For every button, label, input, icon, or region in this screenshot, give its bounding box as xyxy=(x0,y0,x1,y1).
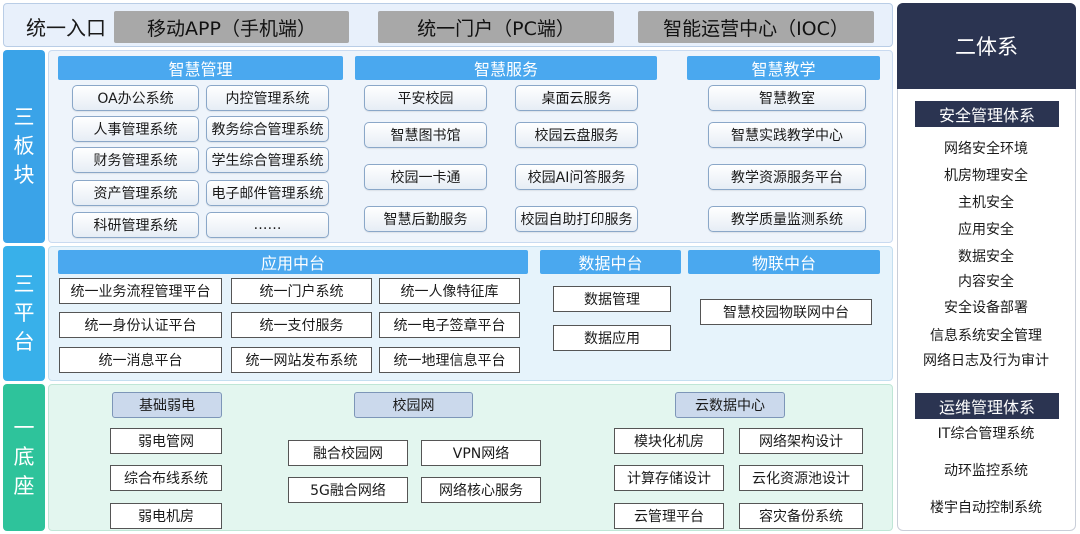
security-item[interactable]: 信息系统安全管理 xyxy=(930,328,1042,344)
management-item[interactable]: 财务管理系统 xyxy=(72,147,199,173)
side-label-modules: 三板块 xyxy=(3,50,45,243)
security-item[interactable]: 网络安全环境 xyxy=(944,141,1028,157)
app-platform-item[interactable]: 统一网站发布系统 xyxy=(231,347,372,373)
cloud-dc-item[interactable]: 云化资源池设计 xyxy=(739,465,863,491)
management-item[interactable]: 学生综合管理系统 xyxy=(206,147,329,173)
security-system-header: 安全管理体系 xyxy=(915,101,1059,127)
ops-item[interactable]: 动环监控系统 xyxy=(944,463,1028,479)
teaching-item[interactable]: 教学资源服务平台 xyxy=(708,164,866,190)
app-platform-item[interactable]: 统一身份认证平台 xyxy=(59,312,222,338)
app-platform-item[interactable]: 统一消息平台 xyxy=(59,347,222,373)
weak-current-item[interactable]: 弱电机房 xyxy=(110,503,222,529)
management-item[interactable]: 科研管理系统 xyxy=(72,212,199,238)
management-item[interactable]: 人事管理系统 xyxy=(72,116,199,142)
management-item-more[interactable]: …… xyxy=(206,212,329,238)
iot-platform-header: 物联中台 xyxy=(688,250,880,274)
campus-network-item[interactable]: 5G融合网络 xyxy=(288,477,408,503)
management-item[interactable]: OA办公系统 xyxy=(72,85,199,111)
side-label-modules-text: 三板块 xyxy=(13,105,35,187)
management-item[interactable]: 内控管理系统 xyxy=(206,85,329,111)
ops-item[interactable]: 楼宇自动控制系统 xyxy=(930,500,1042,516)
weak-current-item[interactable]: 弱电管网 xyxy=(110,428,222,454)
teaching-item[interactable]: 教学质量监测系统 xyxy=(708,206,866,232)
teaching-header: 智慧教学 xyxy=(687,56,880,80)
management-item[interactable]: 教务综合管理系统 xyxy=(206,116,329,142)
data-platform-item[interactable]: 数据应用 xyxy=(553,325,671,351)
service-item[interactable]: 智慧图书馆 xyxy=(364,122,487,148)
cloud-dc-item[interactable]: 网络架构设计 xyxy=(739,428,863,454)
ops-system-header: 运维管理体系 xyxy=(915,393,1059,419)
entry-ioc[interactable]: 智能运营中心（IOC） xyxy=(638,11,874,43)
management-header: 智慧管理 xyxy=(58,56,343,80)
service-item[interactable]: 校园云盘服务 xyxy=(515,122,638,148)
systems-panel xyxy=(897,3,1076,531)
app-platform-item[interactable]: 统一地理信息平台 xyxy=(379,347,520,373)
service-item[interactable]: 校园一卡通 xyxy=(364,164,487,190)
app-platform-item[interactable]: 统一门户系统 xyxy=(231,278,372,304)
teaching-item[interactable]: 智慧教室 xyxy=(708,85,866,111)
app-platform-item[interactable]: 统一支付服务 xyxy=(231,312,372,338)
cloud-dc-item[interactable]: 计算存储设计 xyxy=(614,465,724,491)
security-item[interactable]: 安全设备部署 xyxy=(944,300,1028,316)
campus-network-item[interactable]: 融合校园网 xyxy=(288,440,408,466)
cloud-dc-item[interactable]: 模块化机房 xyxy=(614,428,724,454)
systems-title: 二体系 xyxy=(897,3,1076,89)
weak-current-item[interactable]: 综合布线系统 xyxy=(110,465,222,491)
ops-item[interactable]: IT综合管理系统 xyxy=(937,426,1035,442)
security-item[interactable]: 内容安全 xyxy=(958,274,1014,290)
security-item[interactable]: 数据安全 xyxy=(958,249,1014,265)
campus-network-item[interactable]: VPN网络 xyxy=(421,440,541,466)
service-item[interactable]: 桌面云服务 xyxy=(515,85,638,111)
cloud-dc-header: 云数据中心 xyxy=(675,392,785,418)
unified-entry-bar: 统一入口 移动APP（手机端） 统一门户（PC端） 智能运营中心（IOC） xyxy=(3,3,893,47)
side-label-base-text: 一底座 xyxy=(13,416,35,498)
side-label-base: 一底座 xyxy=(3,384,45,531)
unified-entry-title: 统一入口 xyxy=(26,15,106,40)
data-platform-item[interactable]: 数据管理 xyxy=(553,286,671,312)
management-item[interactable]: 资产管理系统 xyxy=(72,180,199,206)
campus-network-header: 校园网 xyxy=(354,392,473,418)
entry-mobile-app[interactable]: 移动APP（手机端） xyxy=(114,11,349,43)
service-item[interactable]: 校园自助打印服务 xyxy=(515,206,638,232)
service-header: 智慧服务 xyxy=(355,56,657,80)
side-label-platforms-text: 三平台 xyxy=(13,272,35,354)
teaching-item[interactable]: 智慧实践教学中心 xyxy=(708,122,866,148)
app-platform-item[interactable]: 统一业务流程管理平台 xyxy=(59,278,222,304)
app-platform-item[interactable]: 统一电子签章平台 xyxy=(379,312,520,338)
weak-current-header: 基础弱电 xyxy=(112,392,222,418)
app-platform-header: 应用中台 xyxy=(58,250,528,274)
entry-pc-portal[interactable]: 统一门户（PC端） xyxy=(378,11,614,43)
data-platform-header: 数据中台 xyxy=(540,250,681,274)
management-item[interactable]: 电子邮件管理系统 xyxy=(206,180,329,206)
cloud-dc-item[interactable]: 容灾备份系统 xyxy=(739,503,863,529)
side-label-platforms: 三平台 xyxy=(3,246,45,381)
service-item[interactable]: 平安校园 xyxy=(364,85,487,111)
campus-network-item[interactable]: 网络核心服务 xyxy=(421,477,541,503)
security-item[interactable]: 网络日志及行为审计 xyxy=(923,353,1049,369)
app-platform-item[interactable]: 统一人像特征库 xyxy=(379,278,520,304)
security-item[interactable]: 主机安全 xyxy=(958,195,1014,211)
service-item[interactable]: 校园AI问答服务 xyxy=(515,164,638,190)
iot-platform-item[interactable]: 智慧校园物联网中台 xyxy=(700,299,872,325)
security-item[interactable]: 应用安全 xyxy=(958,222,1014,238)
cloud-dc-item[interactable]: 云管理平台 xyxy=(614,503,724,529)
service-item[interactable]: 智慧后勤服务 xyxy=(364,206,487,232)
security-item[interactable]: 机房物理安全 xyxy=(944,168,1028,184)
